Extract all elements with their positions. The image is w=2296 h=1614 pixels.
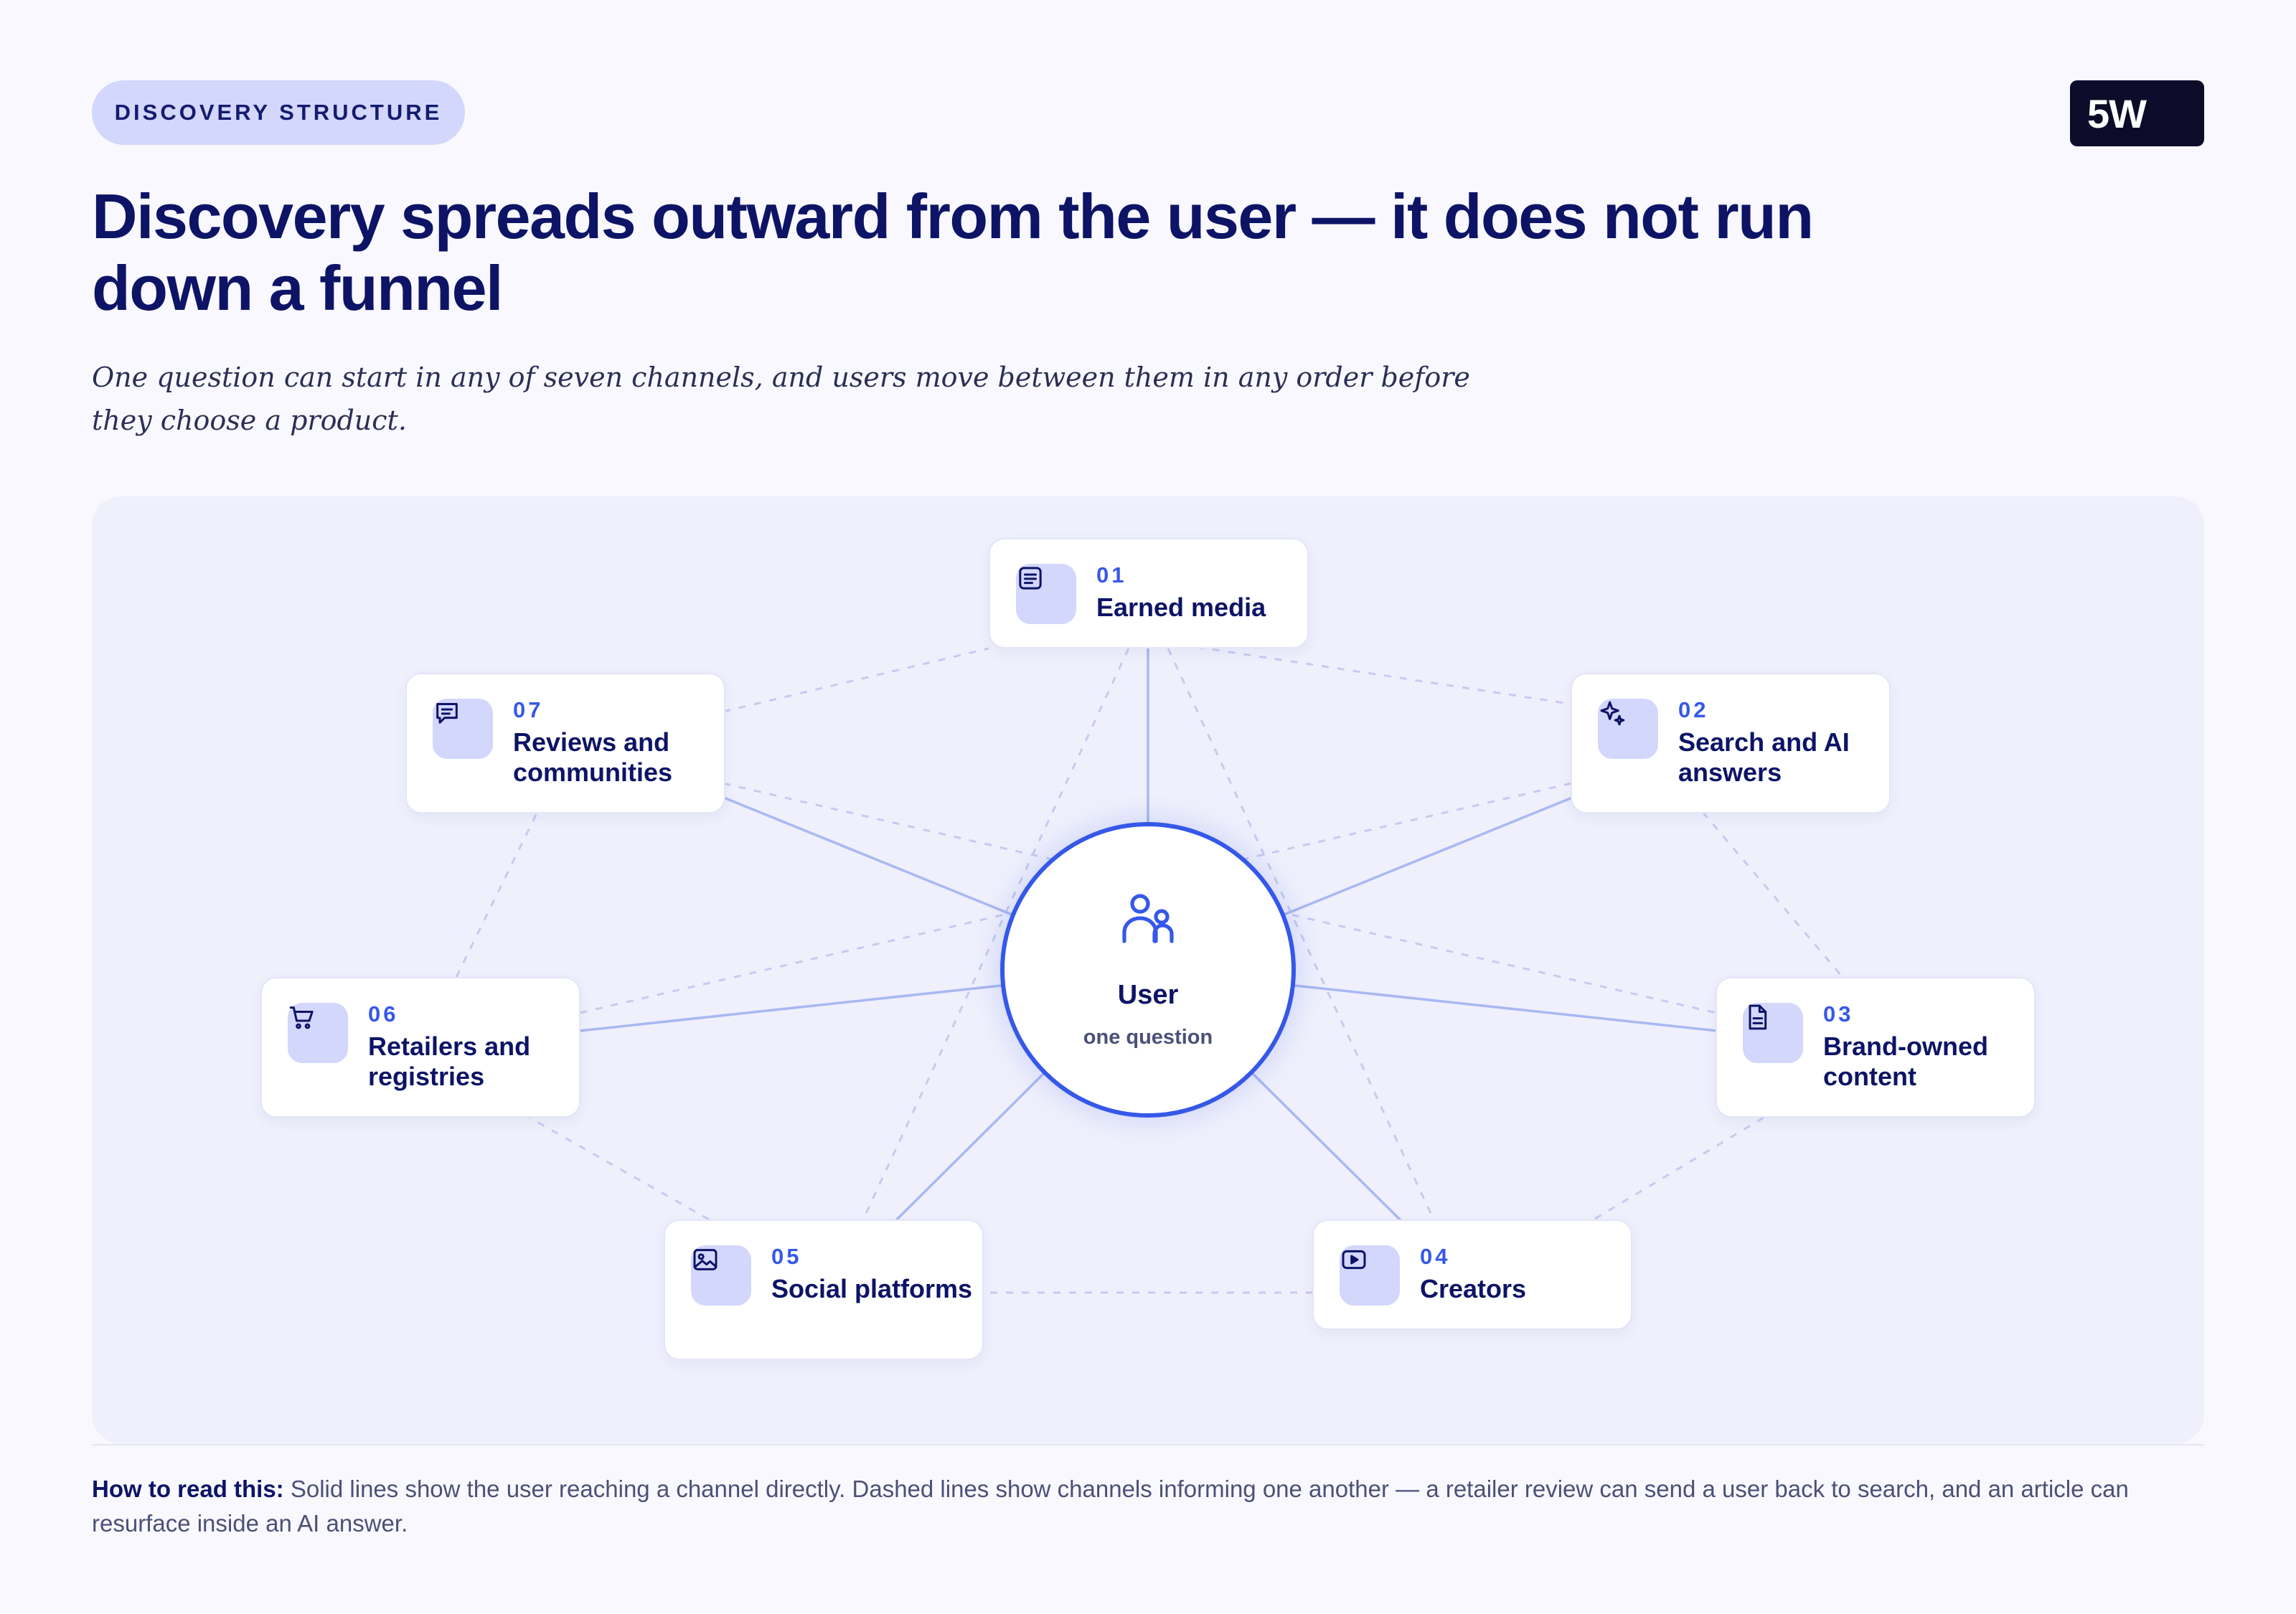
channel-label: Search and AI answers [1678, 727, 1850, 787]
how-to-read-note: How to read this: Solid lines show the u… [92, 1472, 2204, 1541]
channel-number: 02 [1678, 697, 1709, 722]
brand-logo: 5W [2070, 80, 2204, 146]
play-icon [1340, 1245, 1400, 1306]
sparkle-icon [1598, 699, 1658, 759]
page-subtitle: One question can start in any of seven c… [92, 362, 1470, 436]
channel-node-reviews-communities[interactable]: 07 Reviews and communities [405, 673, 725, 813]
dashed-link [1701, 811, 1844, 978]
channel-node-retailers-registries[interactable]: 06 Retailers and registries [260, 977, 580, 1118]
document-icon [1743, 1003, 1803, 1063]
hub-sublabel: one question [1083, 1026, 1213, 1049]
channel-node-creators[interactable]: 04 Creators [1312, 1219, 1632, 1330]
channel-label: Creators [1420, 1274, 1527, 1303]
dashed-link [862, 648, 1130, 1220]
brand-logo-text: 5W [2087, 90, 2147, 136]
user-hub[interactable]: User one question [1000, 822, 1296, 1118]
channel-node-search-ai-answers[interactable]: 02 Search and AI answers [1571, 673, 1891, 813]
page-title: Discovery spreads outward from the user … [92, 181, 1814, 324]
channel-node-earned-media[interactable]: 01 Earned media [989, 538, 1309, 648]
diagram-panel: 01 Earned media 02 Search and AI answers… [92, 496, 2204, 1443]
channel-number: 03 [1823, 1001, 1854, 1027]
section-badge-label: DISCOVERY STRUCTURE [114, 100, 443, 125]
hub-label: User [1117, 980, 1179, 1010]
image-icon [691, 1245, 751, 1306]
how-to-read-text: Solid lines show the user reaching a cha… [92, 1476, 2129, 1537]
how-to-read-lead: How to read this: [92, 1476, 284, 1502]
newspaper-icon [1016, 564, 1076, 624]
channel-node-social-platforms[interactable]: 05 Social platforms [664, 1219, 984, 1360]
section-badge: DISCOVERY STRUCTURE [92, 80, 465, 145]
channel-label: Social platforms [771, 1274, 973, 1303]
dashed-link [723, 647, 989, 713]
channel-node-brand-owned-content[interactable]: 03 Brand-owned content [1716, 977, 2036, 1118]
channel-number: 05 [771, 1244, 802, 1269]
channel-number: 07 [513, 697, 544, 722]
chat-icon [433, 699, 493, 759]
cart-icon [288, 1003, 348, 1063]
channel-label: Reviews and communities [513, 727, 673, 787]
channel-number: 01 [1096, 562, 1127, 587]
channel-label: Brand-owned content [1823, 1032, 1988, 1091]
channel-number: 06 [368, 1001, 399, 1027]
channel-label: Earned media [1096, 593, 1266, 622]
channel-label: Retailers and registries [368, 1032, 531, 1091]
channel-number: 04 [1420, 1244, 1451, 1269]
dashed-link [1591, 1116, 1764, 1222]
dashed-link [455, 813, 538, 978]
dashed-link [1167, 648, 1435, 1220]
footer-divider [92, 1444, 2204, 1445]
dashed-link [529, 1116, 710, 1221]
dashed-link [1196, 646, 1575, 706]
